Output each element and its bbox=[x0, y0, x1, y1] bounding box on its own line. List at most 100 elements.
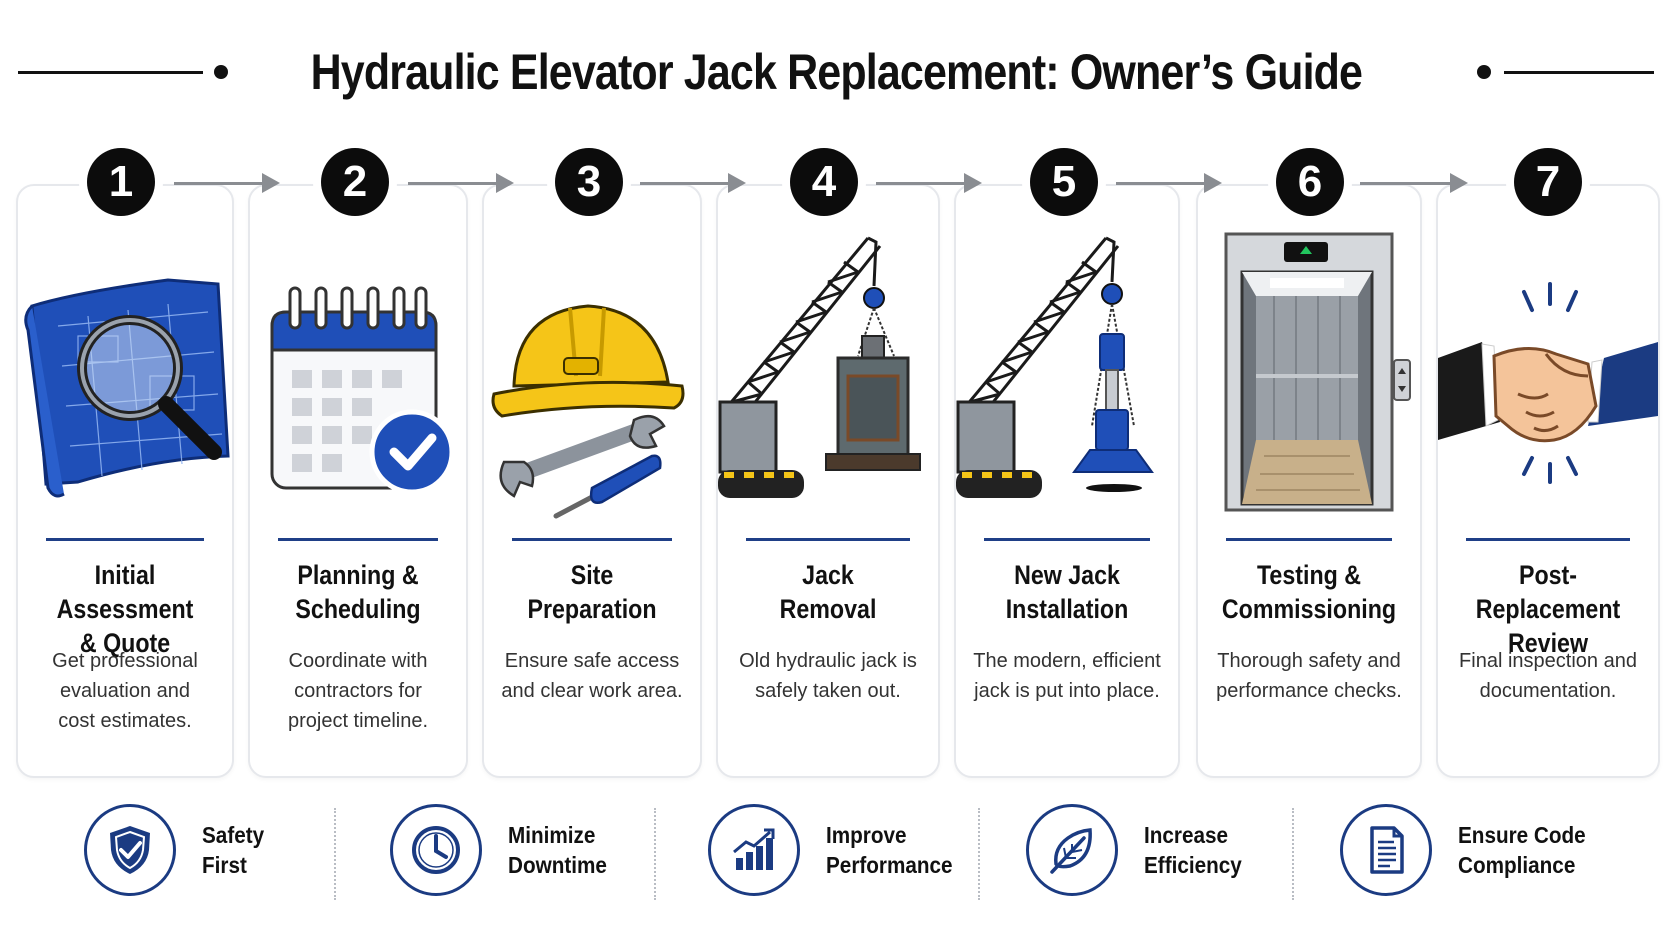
step-title-line: Planning & bbox=[297, 560, 419, 590]
benefit-label: Minimize Downtime bbox=[508, 820, 618, 880]
step-title-line: Installation bbox=[1005, 594, 1129, 624]
step-card-3[interactable]: Site Preparation Ensure safe access and … bbox=[482, 184, 702, 778]
benefit-separator bbox=[978, 808, 980, 900]
title-rule-right bbox=[1504, 71, 1654, 74]
benefit-label: Safety First bbox=[202, 820, 271, 880]
handshake-icon bbox=[1438, 282, 1658, 484]
benefit-label-line: Downtime bbox=[508, 852, 607, 878]
step-title-line: Review bbox=[1507, 628, 1589, 658]
crane-old-jack-icon bbox=[718, 236, 921, 498]
step-desc-line: evaluation and bbox=[59, 680, 191, 702]
benefit-increase-efficiency: Increase Efficiency bbox=[1026, 800, 1253, 900]
step-title-line: Site bbox=[570, 560, 614, 590]
benefit-label-line: Minimize bbox=[508, 822, 596, 848]
step-title-line: Commissioning bbox=[1221, 594, 1397, 624]
step-desc-2: Coordinate with contractors for project … bbox=[260, 646, 456, 736]
benefit-ensure-code-compliance: Ensure Code Compliance bbox=[1340, 800, 1600, 900]
step-divider bbox=[1466, 538, 1630, 541]
step-title-line: Removal bbox=[779, 594, 877, 624]
step-desc-4: Old hydraulic jack is safely taken out. bbox=[728, 646, 928, 706]
step-desc-5: The modern, efficient jack is put into p… bbox=[966, 646, 1168, 706]
title-rule-left bbox=[18, 71, 203, 74]
step-title-4: Jack Removal bbox=[718, 558, 938, 626]
step-divider bbox=[46, 538, 204, 541]
step-title-line: New Jack bbox=[1014, 560, 1120, 590]
benefit-label-line: Safety bbox=[202, 822, 265, 848]
benefit-separator bbox=[1292, 808, 1294, 900]
blueprint-magnifier-icon bbox=[24, 278, 230, 498]
step-desc-line: Get professional bbox=[52, 650, 198, 672]
step-title-line: Preparation bbox=[527, 594, 657, 624]
step-title-line: & Quote bbox=[79, 628, 171, 658]
benefit-separator bbox=[334, 808, 336, 900]
crane-new-jack-icon bbox=[956, 236, 1154, 498]
benefit-label: Improve Performance bbox=[826, 820, 967, 880]
step-desc-line: Final inspection and bbox=[1459, 650, 1637, 672]
benefit-improve-performance: Improve Performance bbox=[708, 800, 967, 900]
title-dot-left bbox=[214, 65, 228, 79]
benefit-label-line: Efficiency bbox=[1144, 852, 1242, 878]
hardhat-tools-icon bbox=[491, 304, 685, 519]
title-dot-right bbox=[1477, 65, 1491, 79]
step-divider bbox=[512, 538, 672, 541]
step-card-5[interactable]: New Jack Installation The modern, effici… bbox=[954, 184, 1180, 778]
step-title-line: Scheduling bbox=[295, 594, 421, 624]
shield-check-icon bbox=[84, 804, 176, 896]
step-title-line: Jack bbox=[802, 560, 854, 590]
step-title-line: Testing & bbox=[1256, 560, 1362, 590]
page-title: Hydraulic Elevator Jack Replacement: Own… bbox=[310, 44, 1362, 100]
benefit-label-line: Increase bbox=[1144, 822, 1229, 848]
step-card-7[interactable]: Post-Replacement Review Final inspection… bbox=[1436, 184, 1660, 778]
step-divider bbox=[278, 538, 438, 541]
step-desc-6: Thorough safety and performance checks. bbox=[1208, 646, 1410, 706]
step-desc-line: documentation. bbox=[1479, 680, 1617, 702]
step-desc-line: performance checks. bbox=[1216, 680, 1402, 702]
step-card-4[interactable]: Jack Removal Old hydraulic jack is safel… bbox=[716, 184, 940, 778]
clock-icon bbox=[390, 804, 482, 896]
title-row: Hydraulic Elevator Jack Replacement: Own… bbox=[0, 22, 1672, 122]
step-desc-3: Ensure safe access and clear work area. bbox=[494, 646, 690, 706]
benefit-label-line: Ensure Code bbox=[1458, 822, 1586, 848]
document-icon bbox=[1340, 804, 1432, 896]
benefit-label: Increase Efficiency bbox=[1144, 820, 1253, 880]
step-desc-line: and clear work area. bbox=[501, 680, 683, 702]
calendar-check-icon bbox=[270, 286, 455, 495]
step-divider bbox=[984, 538, 1150, 541]
step-title-2: Planning & Scheduling bbox=[250, 558, 466, 626]
step-desc-line: jack is put into place. bbox=[974, 680, 1160, 702]
step-divider bbox=[1226, 538, 1392, 541]
step-title-1: Initial Assessment & Quote bbox=[18, 558, 232, 660]
benefit-label-line: Compliance bbox=[1458, 852, 1576, 878]
step-card-1[interactable]: Initial Assessment & Quote Get professio… bbox=[16, 184, 234, 778]
step-desc-line: Coordinate with bbox=[288, 650, 428, 672]
step-title-3: Site Preparation bbox=[484, 558, 700, 626]
step-desc-line: cost estimates. bbox=[58, 710, 192, 732]
step-desc-7: Final inspection and documentation. bbox=[1448, 646, 1648, 706]
elevator-car-icon bbox=[1224, 232, 1411, 512]
step-divider bbox=[746, 538, 910, 541]
step-desc-line: contractors for bbox=[294, 680, 422, 702]
step-desc-line: Thorough safety and bbox=[1217, 650, 1401, 672]
step-card-2[interactable]: Planning & Scheduling Coordinate with co… bbox=[248, 184, 468, 778]
bar-chart-up-icon bbox=[708, 804, 800, 896]
step-desc-line: project timeline. bbox=[287, 710, 429, 732]
benefit-safety-first: Safety First bbox=[84, 800, 271, 900]
step-title-7: Post-Replacement Review bbox=[1438, 558, 1658, 660]
step-card-6[interactable]: Testing & Commissioning Thorough safety … bbox=[1196, 184, 1422, 778]
benefit-separator bbox=[654, 808, 656, 900]
benefit-label-line: First bbox=[202, 852, 247, 878]
step-title-line: Initial Assessment bbox=[56, 560, 194, 624]
benefit-label: Ensure Code Compliance bbox=[1458, 820, 1600, 880]
step-desc-line: Old hydraulic jack is bbox=[739, 650, 917, 672]
step-title-line: Post-Replacement bbox=[1475, 560, 1621, 624]
leaf-icon bbox=[1026, 804, 1118, 896]
step-desc-line: safely taken out. bbox=[755, 680, 901, 702]
benefit-minimize-downtime: Minimize Downtime bbox=[390, 800, 618, 900]
step-desc-line: The modern, efficient bbox=[973, 650, 1161, 672]
step-desc-line: Ensure safe access bbox=[504, 650, 680, 672]
benefit-label-line: Performance bbox=[826, 852, 953, 878]
step-desc-1: Get professional evaluation and cost est… bbox=[28, 646, 222, 736]
step-title-5: New Jack Installation bbox=[956, 558, 1178, 626]
benefit-label-line: Improve bbox=[826, 822, 907, 848]
